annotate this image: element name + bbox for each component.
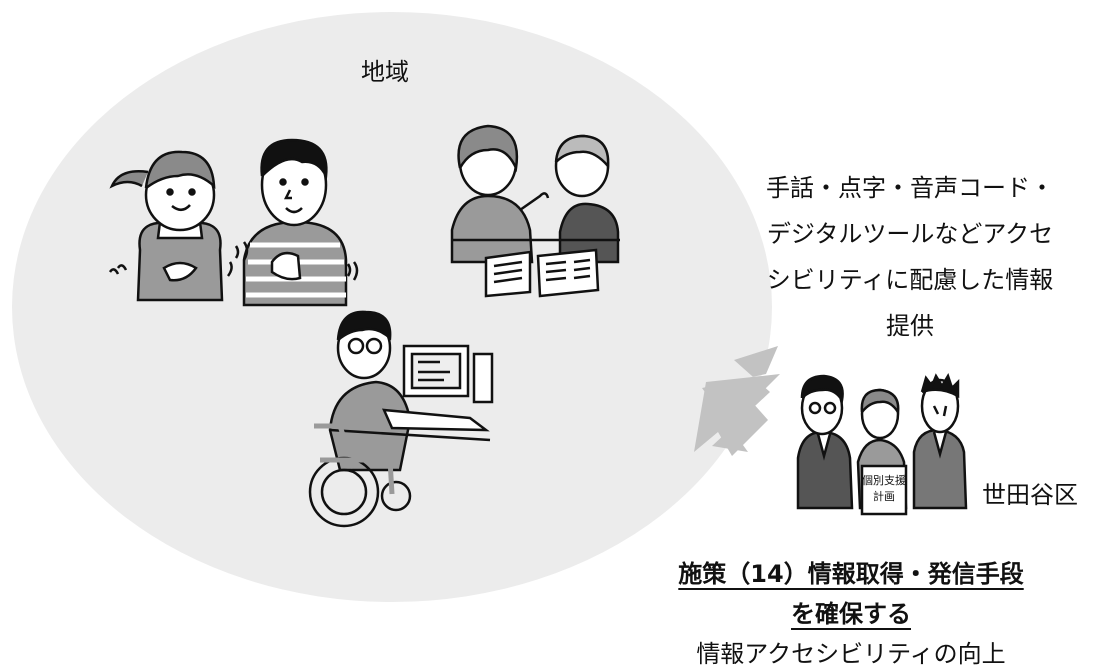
info-provision-line: 提供 [886,312,934,340]
info-provision-line: デジタルツールなどアクセ [766,220,1054,248]
boy-signing-icon [234,138,359,307]
arrow-icon [694,374,780,456]
wheelchair-computer-user-icon [308,310,494,528]
policy-subtitle: 情報アクセシビリティの向上 [696,640,1006,668]
info-provision-line: 手話・点字・音声コード・ [766,174,1054,202]
policy-title-line: を確保する [791,600,911,628]
reading-pair-icon [450,124,620,298]
policy-title: 施策（14）情報取得・発信手段 を確保する [655,554,1047,634]
ward-label: 世田谷区 [982,481,1078,509]
info-provision-line: シビリティに配慮した情報 [766,266,1054,294]
policy-title-line: 施策（14）情報取得・発信手段 [678,560,1024,588]
info-provision-text: 手話・点字・音声コード・ デジタルツールなどアクセ シビリティに配慮した情報 提… [735,165,1085,349]
girl-signing-icon [108,150,233,302]
community-region [12,12,772,602]
ward-staff-group-icon [796,373,968,516]
document-line-2: 計画 [873,489,895,503]
document-line-1: 個別支援 [862,473,906,487]
region-label: 地域 [361,58,409,86]
